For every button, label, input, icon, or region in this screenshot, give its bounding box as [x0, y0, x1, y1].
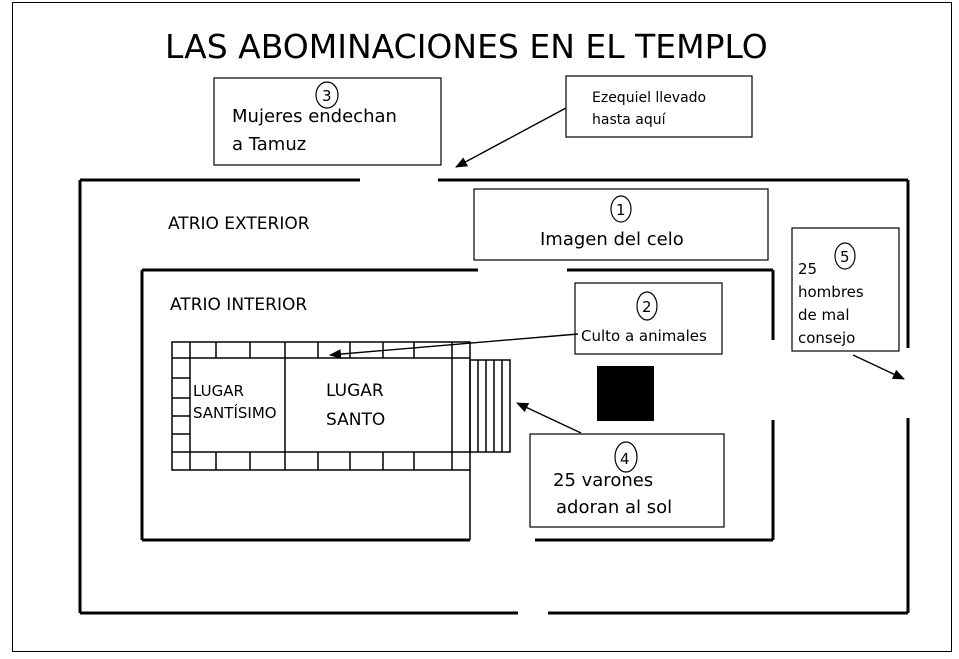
number-circle: [834, 242, 856, 270]
callout-5-consejo: 5 25 hombres de mal consejo: [791, 227, 900, 352]
number-circle: [610, 195, 632, 223]
ezequiel-line2: hasta aquí: [592, 112, 667, 128]
callout-3-line2: a Tamuz: [232, 134, 306, 155]
arrow-animales: [329, 333, 579, 360]
diagram-title: LAS ABOMINACIONES EN EL TEMPLO: [165, 27, 768, 66]
label-lugar-santisimo-1: LUGAR: [193, 382, 244, 400]
label-atrio-exterior: ATRIO EXTERIOR: [168, 214, 310, 234]
callout-5-number: 5: [840, 248, 850, 266]
callout-4-line2: adoran al sol: [556, 497, 672, 518]
outer-court-walls: [78, 178, 910, 615]
number-circle: [315, 81, 339, 109]
label-atrio-interior: ATRIO INTERIOR: [170, 295, 307, 315]
callout-3-number: 3: [322, 87, 332, 105]
number-circle: [614, 441, 638, 473]
label-lugar-santo-2: SANTO: [326, 410, 385, 430]
temple-porch: [469, 359, 511, 453]
temple-building: [171, 341, 471, 471]
callout-ezequiel: Ezequiel llevado hasta aquí: [565, 75, 753, 138]
callout-5-line1: 25: [798, 260, 817, 278]
arrow-sol: [516, 402, 582, 434]
diagram-frame: [12, 2, 952, 652]
callout-4-sol: 4 25 varones adoran al sol: [529, 433, 725, 528]
callout-2-animales: 2 Culto a animales: [574, 282, 723, 355]
ezequiel-line1: Ezequiel llevado: [592, 90, 706, 106]
label-lugar-santo-1: LUGAR: [326, 381, 384, 401]
callout-4-line1: 25 varones: [553, 470, 653, 491]
callout-4-number: 4: [620, 450, 630, 468]
callout-5-line2: hombres: [798, 283, 864, 301]
callout-2-number: 2: [642, 298, 652, 316]
inner-court-walls: [140, 268, 775, 542]
number-circle: [636, 291, 658, 321]
arrow-consejo: [852, 354, 905, 380]
callout-1-imagen: 1 Imagen del celo: [473, 188, 769, 261]
callout-3-line1: Mujeres endechan: [232, 106, 397, 127]
callout-1-line1: Imagen del celo: [540, 229, 684, 250]
callout-5-line4: consejo: [798, 329, 855, 347]
arrow-ezequiel: [455, 107, 567, 168]
altar: [597, 366, 654, 421]
label-lugar-santisimo-2: SANTÍSIMO: [193, 403, 277, 422]
callout-3-tamuz: 3 Mujeres endechan a Tamuz: [213, 77, 442, 166]
callout-2-line1: Culto a animales: [581, 327, 707, 345]
callout-5-line3: de mal: [798, 306, 850, 324]
callout-1-number: 1: [616, 201, 626, 219]
